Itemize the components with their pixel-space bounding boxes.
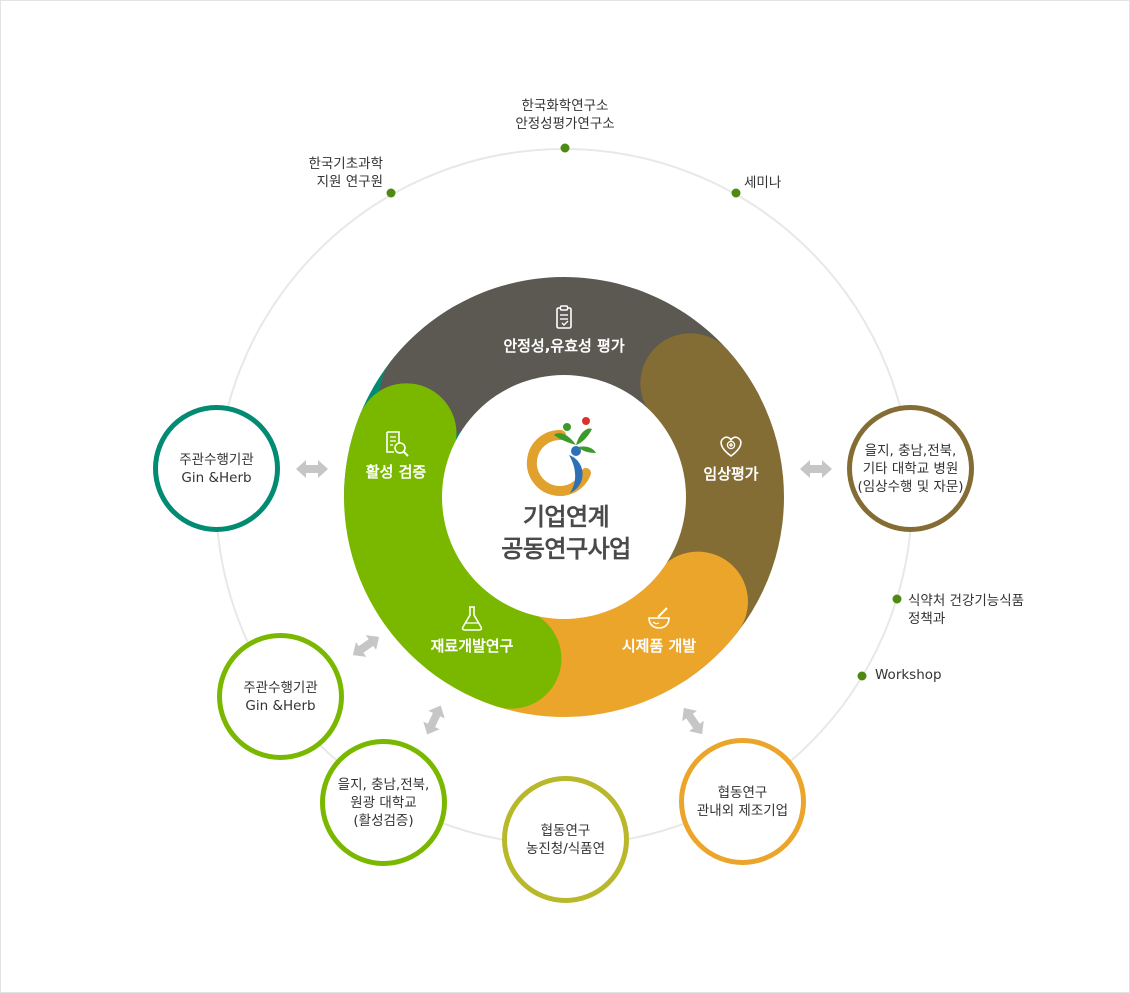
node-right-top-line2: 기타 대학교 병원 bbox=[862, 460, 959, 477]
segment-clinical: 임상평가 bbox=[691, 431, 771, 484]
double-arrow-icon bbox=[352, 635, 380, 657]
center-title: 기업연계 공동연구사업 bbox=[466, 501, 666, 565]
node-right-top-line3: (임상수행 및 자문) bbox=[857, 478, 964, 495]
node-right-top-line1: 을지, 충남,전북, bbox=[864, 442, 957, 459]
double-arrow-icon bbox=[682, 707, 704, 735]
node-bottom-2-line1: 협동연구 bbox=[540, 822, 591, 839]
segment-safety-label: 안정성,유효성 평가 bbox=[503, 337, 625, 355]
center-circle bbox=[442, 375, 686, 619]
node-bottom-2: 협동연구 농진청/식품연 bbox=[502, 776, 629, 903]
dot-top-center bbox=[560, 143, 570, 153]
logo-icon bbox=[526, 417, 596, 496]
segment-material: 재료개발연구 bbox=[417, 603, 527, 656]
node-left-top: 주관수행기관 Gin &Herb bbox=[153, 405, 280, 532]
node-bottom-1-line3: (활성검증) bbox=[353, 812, 414, 829]
dot-top-left bbox=[386, 188, 396, 198]
heart-plus-icon bbox=[720, 436, 742, 457]
node-left-top-line2: Gin &Herb bbox=[181, 469, 252, 486]
label-right-1: 식약처 건강기능식품 정책과 bbox=[908, 592, 1024, 628]
node-left-bottom-line1: 주관수행기관 bbox=[243, 679, 318, 696]
node-left-bottom-line2: Gin &Herb bbox=[245, 697, 316, 714]
label-top-left: 한국기초과학 지원 연구원 bbox=[263, 155, 383, 191]
label-right-1-line1: 식약처 건강기능식품 bbox=[908, 593, 1025, 609]
segment-material-label: 재료개발연구 bbox=[430, 637, 514, 655]
segment-prototype-label: 시제품 개발 bbox=[621, 637, 697, 655]
donut-cap-material bbox=[356, 383, 457, 484]
center-title-line2: 공동연구사업 bbox=[501, 535, 631, 563]
dot-top-right bbox=[731, 188, 741, 198]
node-bottom-2-line2: 농진청/식품연 bbox=[525, 840, 606, 857]
segment-activity-label: 활성 검증 bbox=[365, 463, 427, 481]
node-bottom-3-line1: 협동연구 bbox=[717, 784, 768, 801]
node-bottom-3-line2: 관내외 제조기업 bbox=[696, 802, 789, 819]
segment-safety: 안정성,유효성 평가 bbox=[494, 303, 634, 356]
label-top-left-line1: 한국기초과학 bbox=[308, 156, 383, 172]
node-bottom-1: 을지, 충남,전북, 원광 대학교 (활성검증) bbox=[320, 739, 447, 866]
label-top-center-line2: 안정성평가연구소 bbox=[515, 116, 615, 132]
node-right-top: 을지, 충남,전북, 기타 대학교 병원 (임상수행 및 자문) bbox=[847, 405, 974, 532]
segment-activity: 활성 검증 bbox=[351, 429, 441, 482]
document-search-icon bbox=[386, 431, 409, 457]
center-title-line1: 기업연계 bbox=[522, 503, 610, 531]
double-arrow-icon bbox=[296, 460, 328, 478]
label-right-1-line2: 정책과 bbox=[908, 611, 946, 627]
label-right-2: Workshop bbox=[875, 666, 942, 684]
outer-dots bbox=[386, 143, 902, 681]
arrows bbox=[296, 460, 832, 735]
node-bottom-1-line2: 원광 대학교 bbox=[350, 794, 417, 811]
label-right-2-line1: Workshop bbox=[875, 667, 942, 683]
label-top-center-line1: 한국화학연구소 bbox=[521, 98, 609, 114]
clipboard-icon bbox=[556, 305, 572, 329]
segment-clinical-label: 임상평가 bbox=[703, 465, 759, 483]
label-top-right: 세미나 bbox=[744, 174, 781, 192]
flask-icon bbox=[461, 606, 483, 631]
segment-prototype: 시제품 개발 bbox=[609, 603, 709, 656]
double-arrow-icon bbox=[800, 460, 832, 478]
node-left-bottom: 주관수행기관 Gin &Herb bbox=[217, 633, 344, 760]
label-top-center: 한국화학연구소 안정성평가연구소 bbox=[485, 97, 645, 133]
dot-right-1 bbox=[892, 594, 902, 604]
mortar-pestle-icon bbox=[648, 607, 670, 629]
dot-right-2 bbox=[857, 671, 867, 681]
double-arrow-icon bbox=[423, 705, 445, 735]
node-bottom-3: 협동연구 관내외 제조기업 bbox=[679, 738, 806, 865]
node-bottom-1-line1: 을지, 충남,전북, bbox=[337, 776, 430, 793]
label-top-left-line2: 지원 연구원 bbox=[316, 174, 383, 190]
label-top-right-line1: 세미나 bbox=[744, 175, 782, 191]
node-left-top-line1: 주관수행기관 bbox=[179, 451, 254, 468]
